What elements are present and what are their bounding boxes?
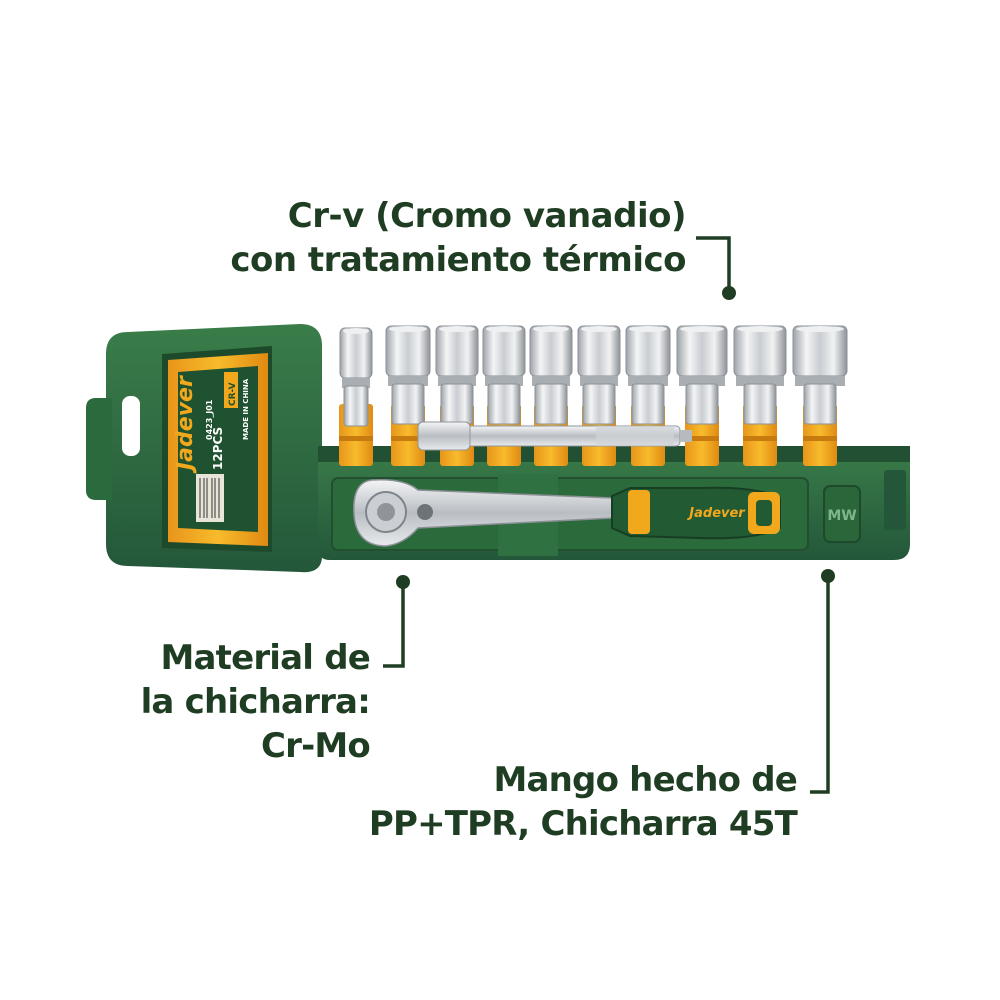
callout-chrome-vanadium-line2: con tratamiento térmico xyxy=(230,240,686,280)
callout-handle-line1: Mango hecho de xyxy=(493,760,797,800)
handle-brand-logo: Jadever xyxy=(686,506,746,521)
callout-dot-left xyxy=(396,575,410,589)
socket-2 xyxy=(385,325,431,466)
callout-chrome-vanadium-line1: Cr-v (Cromo vanadio) xyxy=(287,196,687,236)
socket-8 xyxy=(676,325,728,466)
ratchet-wrench: Jadever xyxy=(353,478,781,547)
callout-handle-line2: PP+TPR, Chicharra 45T xyxy=(368,804,798,844)
extension-bar xyxy=(417,421,692,451)
card-model-code: 0423_J01 xyxy=(205,399,214,440)
callout-connector-right xyxy=(810,578,830,794)
card-piece-count: 12PCS xyxy=(211,427,225,470)
hanger-hole xyxy=(122,396,140,456)
socket-10 xyxy=(792,325,848,466)
card-material-badge: CR-V xyxy=(228,382,238,406)
callout-ratchet-material: Material de la chicharra: Cr-Mo xyxy=(140,636,371,768)
socket-row xyxy=(339,325,848,466)
callout-ratchet-material-line3: Cr-Mo xyxy=(260,726,371,766)
callout-connector-left xyxy=(383,584,405,668)
callout-ratchet-material-line1: Material de xyxy=(160,638,370,678)
hanger-card: Jadever 12PCS CR-V 0423_J01 MADE IN CHIN… xyxy=(86,324,322,573)
callout-chrome-vanadium: Cr-v (Cromo vanadio) con tratamiento tér… xyxy=(230,194,686,282)
socket-9 xyxy=(733,325,787,466)
callout-ratchet-material-line2: la chicharra: xyxy=(140,682,371,722)
tray-maker-mark: MW xyxy=(827,508,856,524)
socket-1 xyxy=(339,327,373,466)
callout-dot-top xyxy=(722,286,736,300)
callout-connector-top xyxy=(696,236,731,292)
callout-handle: Mango hecho de PP+TPR, Chicharra 45T xyxy=(368,758,798,846)
callout-dot-right xyxy=(821,569,835,583)
card-brand-logo: Jadever xyxy=(173,375,198,474)
card-origin: MADE IN CHINA xyxy=(242,378,250,440)
